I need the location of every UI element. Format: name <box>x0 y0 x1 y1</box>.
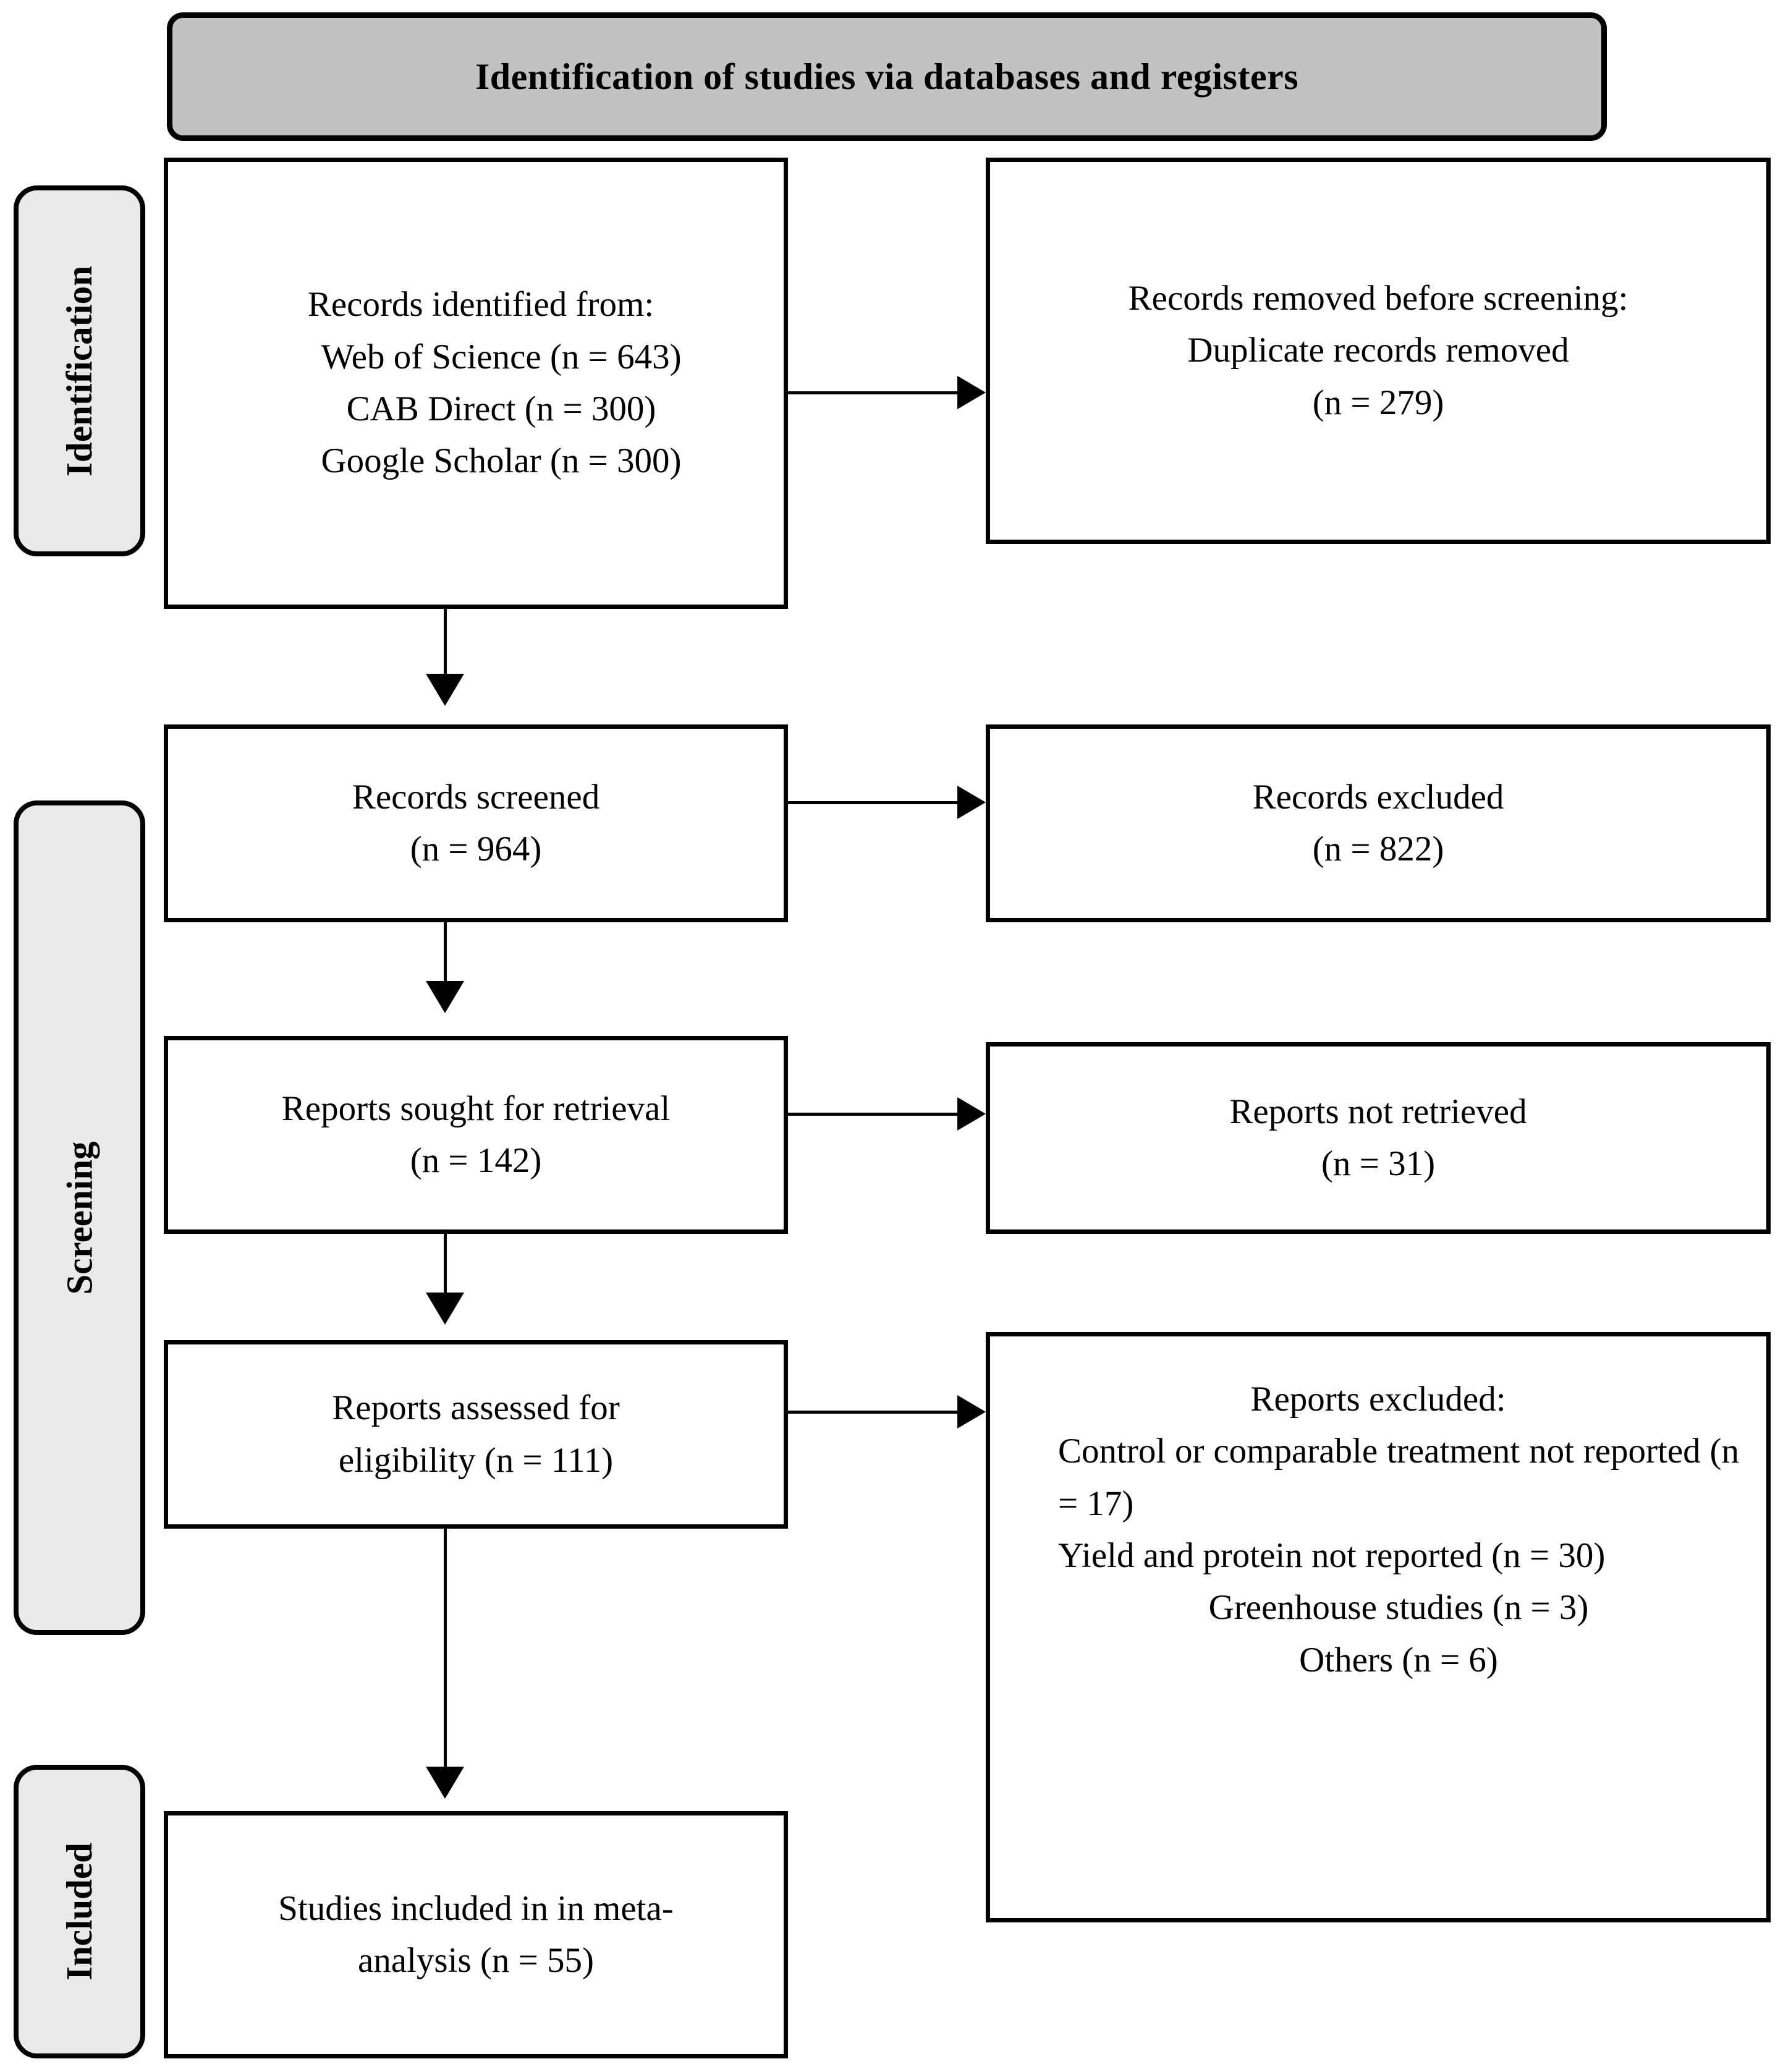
connector-assessed-to-included-line <box>444 1529 447 1770</box>
records-identified-content: Records identified from: Web of Science … <box>168 279 784 487</box>
reports-excluded-content: Reports excluded: Control or comparable … <box>990 1336 1766 1686</box>
connector-sought-to-assessed-arrow <box>426 1293 464 1325</box>
reports-not-retrieved-line-2: (n = 31) <box>1321 1144 1436 1183</box>
studies-included-line-2: analysis (n = 55) <box>358 1941 594 1980</box>
stage-label-identification: Identification <box>14 185 145 556</box>
connector-identified-to-removed-arrow <box>957 376 986 409</box>
box-reports-sought: Reports sought for retrieval (n = 142) <box>164 1036 788 1234</box>
box-reports-not-retrieved: Reports not retrieved (n = 31) <box>986 1042 1771 1234</box>
connector-assessed-to-excluded-line <box>788 1411 961 1414</box>
reports-not-retrieved-line-1: Reports not retrieved <box>1229 1092 1527 1131</box>
records-excluded-line-2: (n = 822) <box>1312 830 1444 868</box>
diagram-title: Identification of studies via databases … <box>475 56 1299 97</box>
connector-screened-to-sought-arrow <box>426 981 464 1013</box>
box-records-excluded: Records excluded (n = 822) <box>986 724 1771 922</box>
connector-sought-to-assessed-line <box>444 1234 447 1296</box>
box-records-identified: Records identified from: Web of Science … <box>164 158 788 609</box>
studies-included-line-1: Studies included in in meta- <box>278 1888 674 1928</box>
connector-identified-to-screened-line <box>444 609 447 677</box>
reports-excluded-reason-2: Yield and protein not reported (n = 30) <box>1058 1536 1606 1576</box>
records-removed-content: Records removed before screening: Duplic… <box>990 273 1766 429</box>
connector-assessed-to-included-arrow <box>426 1767 464 1799</box>
records-excluded-content: Records excluded (n = 822) <box>990 771 1766 876</box>
records-removed-line-3: (n = 279) <box>1312 383 1444 422</box>
reports-excluded-heading: Reports excluded: <box>1250 1380 1506 1419</box>
connector-identified-to-removed-line <box>788 391 961 394</box>
connector-screened-to-excluded-arrow <box>957 786 986 819</box>
reports-assessed-line-1: Reports assessed for <box>332 1388 620 1428</box>
box-records-screened: Records screened (n = 964) <box>164 724 788 922</box>
stage-label-included: Included <box>14 1765 145 2058</box>
records-screened-content: Records screened (n = 964) <box>168 771 784 876</box>
records-screened-line-1: Records screened <box>352 777 600 817</box>
reports-not-retrieved-content: Reports not retrieved (n = 31) <box>990 1086 1766 1191</box>
records-removed-line-1: Records removed before screening: <box>1128 278 1628 318</box>
connector-sought-to-notretrieved-line <box>788 1113 961 1116</box>
reports-sought-content: Reports sought for retrieval (n = 142) <box>168 1083 784 1187</box>
connector-sought-to-notretrieved-arrow <box>957 1097 986 1131</box>
reports-assessed-line-2: eligibility (n = 111) <box>338 1440 614 1480</box>
studies-included-content: Studies included in in meta- analysis (n… <box>168 1883 784 1987</box>
diagram-header-banner: Identification of studies via databases … <box>167 12 1607 141</box>
reports-excluded-reason-1: Control or comparable treatment not repo… <box>1058 1432 1739 1523</box>
reports-assessed-content: Reports assessed for eligibility (n = 11… <box>168 1382 784 1487</box>
connector-assessed-to-excluded-arrow <box>957 1395 986 1429</box>
records-excluded-line-1: Records excluded <box>1252 777 1504 817</box>
records-screened-line-2: (n = 964) <box>410 830 542 868</box>
records-identified-heading: Records identified from: <box>307 285 654 325</box>
stage-label-identification-text: Identification <box>59 265 100 477</box>
records-identified-source-1: Web of Science (n = 643) <box>321 337 682 376</box>
records-removed-line-2: Duplicate records removed <box>1187 331 1569 370</box>
box-studies-included: Studies included in in meta- analysis (n… <box>164 1811 788 2058</box>
box-records-removed: Records removed before screening: Duplic… <box>986 158 1771 544</box>
records-identified-source-3: Google Scholar (n = 300) <box>321 441 682 481</box>
stage-label-included-text: Included <box>59 1843 100 1981</box>
connector-screened-to-sought-line <box>444 922 447 984</box>
connector-screened-to-excluded-line <box>788 801 961 804</box>
box-reports-assessed: Reports assessed for eligibility (n = 11… <box>164 1340 788 1529</box>
reports-excluded-reason-3: Greenhouse studies (n = 3) <box>1208 1588 1589 1628</box>
connector-identified-to-screened-arrow <box>426 674 464 706</box>
stage-label-screening: Screening <box>14 800 145 1635</box>
stage-label-screening-text: Screening <box>59 1140 100 1295</box>
reports-excluded-reason-4: Others (n = 6) <box>1299 1640 1498 1679</box>
records-identified-source-2: CAB Direct (n = 300) <box>346 389 656 428</box>
reports-sought-line-1: Reports sought for retrieval <box>281 1089 671 1128</box>
reports-sought-line-2: (n = 142) <box>410 1141 542 1180</box>
box-reports-excluded: Reports excluded: Control or comparable … <box>986 1332 1771 1922</box>
